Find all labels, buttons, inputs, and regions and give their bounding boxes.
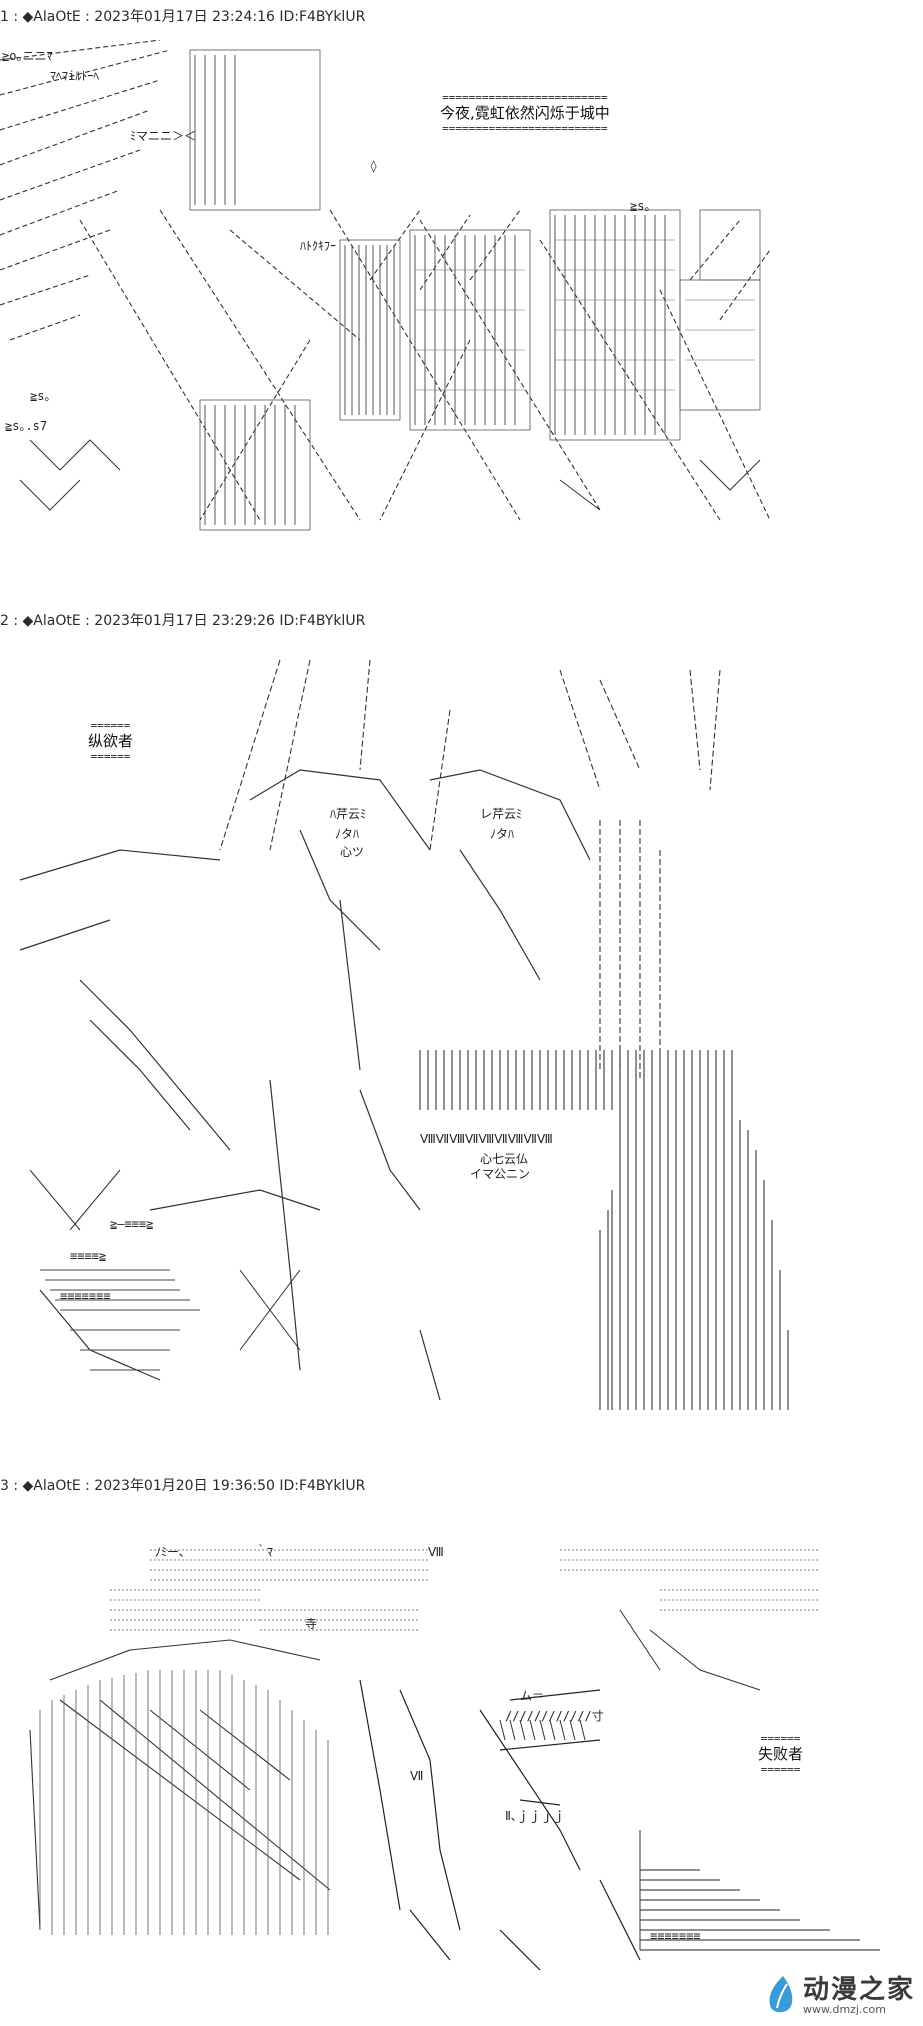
post-2-aa-fragment-7: ≡≡≡≡≧ (70, 1249, 107, 1263)
post-1-caption-rule-top: ========================= (442, 91, 608, 104)
post-2-aa-fragment-8: ⅧⅦⅧⅦⅧⅦⅧⅦⅧ (420, 1132, 553, 1146)
post-2-aa-fragment-2: ﾉタﾊ (335, 827, 360, 841)
post-3-caption-text: 失败者 (758, 1745, 804, 1763)
post-2-caption-rule-top: ====== (90, 719, 131, 732)
post-2-aa-fragment-1: ﾊ芹云ﾐ (330, 807, 367, 821)
post-3-aa-fragment-4: 寺 (305, 1617, 318, 1631)
post-1-aa-fragment-6: ◊ (370, 159, 378, 173)
post-1-aa-fragment-2: ﾏﾍﾏiﾙﾄｰﾍ (50, 69, 100, 83)
post-2-caption-rule-bottom: ====== (90, 750, 131, 763)
post-2-aa-fragment-3: 心ツ (340, 845, 365, 859)
post-3-ascii-art-drawing (29, 1549, 880, 1970)
post-3-aa-fragment-8: Ⅱ､ｊｊｊｊ (505, 1809, 565, 1823)
post-3-aa-fragment-6: ////////////寸 (505, 1709, 604, 1723)
post-1-aa-fragment-4: ﾊﾄｸｷﾌｰ (300, 239, 337, 253)
post-2-aa-fragment-9: 心七云仏 (480, 1152, 529, 1166)
post-1-caption-text: 今夜,霓虹依然闪烁于城中 (440, 104, 610, 122)
post-3-aa-fragment-1: ﾉﾐー､ (155, 1545, 186, 1559)
post-1-aa-fragment-7: ≧s｡ (30, 389, 51, 403)
post-3-ascii-art (0, 1530, 923, 1970)
post-2-aa-fragment-6: ≧―≡≡≡≧ (110, 1217, 154, 1231)
post-1-caption: ========================= 今夜,霓虹依然闪烁于城中 =… (440, 92, 610, 134)
post-1-ascii-art (0, 40, 923, 540)
feather-drop-icon (763, 1974, 797, 2018)
site-watermark: 动漫之家 www.dmzj.com (763, 1974, 915, 2018)
post-2-header: 2 : ◆AlaOtE : 2023年01月17日 23:29:26 ID:F4… (0, 613, 366, 629)
post-3-caption-rule-top: ====== (760, 1732, 801, 1745)
post-2-aa-fragment-11: ≡≡≡≡≡≡≡ (60, 1289, 111, 1303)
post-1-aa-fragment-1: ≧o｡ニニﾏ (2, 49, 53, 63)
post-1-aa-fragment-5: ≧s｡ (630, 199, 651, 213)
post-3-caption: ====== 失败者 ====== (758, 1733, 803, 1775)
post-3-aa-fragment-9: ≡≡≡≡≡≡≡ (650, 1929, 701, 1943)
post-2-aa-fragment-4: レ芹云ﾐ (480, 807, 523, 821)
post-3-aa-fragment-3: Ⅷ (428, 1545, 444, 1559)
post-1-caption-rule-bottom: ========================= (442, 122, 608, 135)
post-3-header: 3 : ◆AlaOtE : 2023年01月20日 19:36:50 ID:F4… (0, 1478, 366, 1494)
post-1-aa-fragment-8: ≧s｡.s7 (5, 419, 48, 433)
watermark-text: 动漫之家 www.dmzj.com (803, 1976, 915, 2016)
post-3-aa-fragment-7: Ⅶ (410, 1769, 424, 1783)
post-1-header: 1 : ◆AlaOtE : 2023年01月17日 23:24:16 ID:F4… (0, 9, 366, 25)
post-3-caption-rule-bottom: ====== (760, 1763, 801, 1776)
post-2-aa-fragment-5: ﾉタﾊ (490, 827, 515, 841)
post-1-aa-fragment-3: ﾐマニニ＞＜ (130, 129, 197, 143)
post-2-aa-fragment-10: イマ公ニン (470, 1167, 531, 1181)
watermark-site-name: 动漫之家 (802, 1975, 915, 2005)
post-3-aa-fragment-2: ｀ﾏ (255, 1545, 274, 1559)
post-2-caption-text: 纵欲者 (88, 732, 134, 750)
post-2-ascii-art (0, 650, 923, 1430)
post-2-caption: ====== 纵欲者 ====== (88, 720, 133, 762)
post-3-aa-fragment-5: ム＝ (520, 1689, 545, 1703)
post-2-ascii-art-drawing (19, 659, 789, 1410)
watermark-site-url: www.dmzj.com (802, 2003, 886, 2016)
post-1-ascii-art-drawing (0, 40, 771, 531)
